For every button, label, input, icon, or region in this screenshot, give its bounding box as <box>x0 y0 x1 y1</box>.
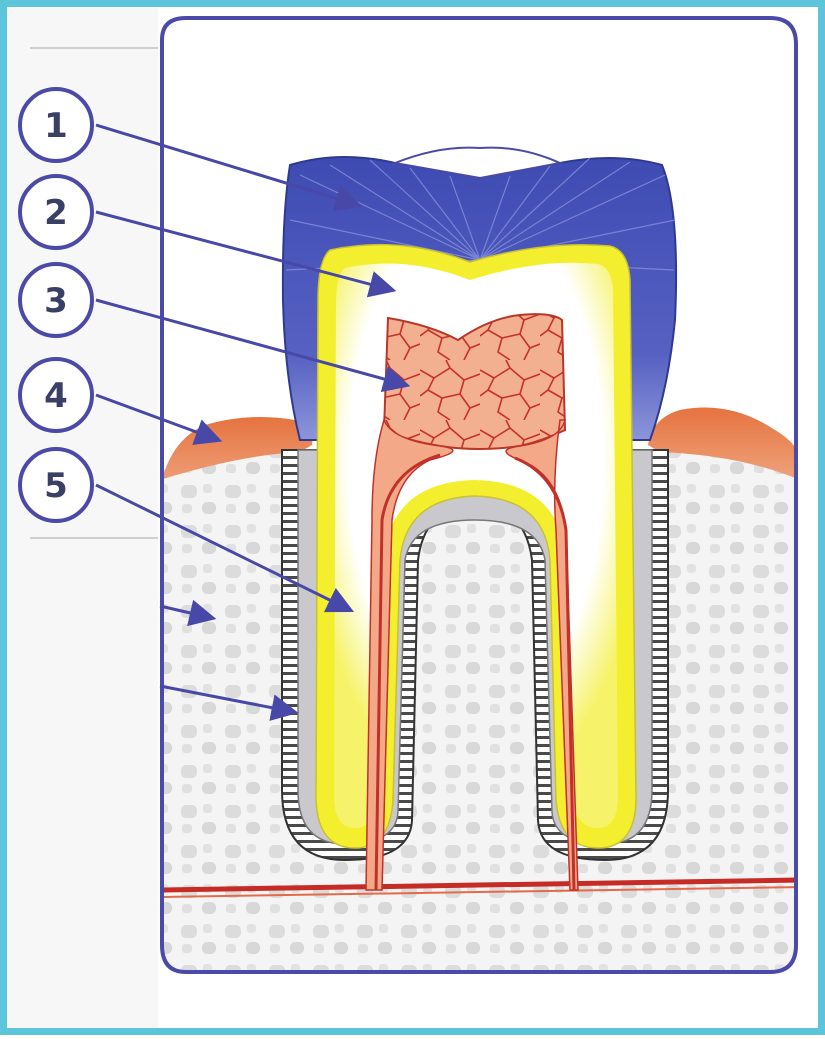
pulp-chamber <box>384 314 565 449</box>
label-number: 5 <box>44 466 68 506</box>
label-number: 1 <box>44 106 68 146</box>
label-number: 3 <box>44 281 68 321</box>
label-1: 1 <box>20 89 92 161</box>
label-2: 2 <box>20 176 92 248</box>
left-margin-area <box>8 8 158 1028</box>
label-number: 2 <box>44 193 68 233</box>
label-5: 5 <box>20 449 92 521</box>
label-number: 4 <box>44 376 68 416</box>
label-3: 3 <box>20 264 92 336</box>
label-4: 4 <box>20 359 92 431</box>
